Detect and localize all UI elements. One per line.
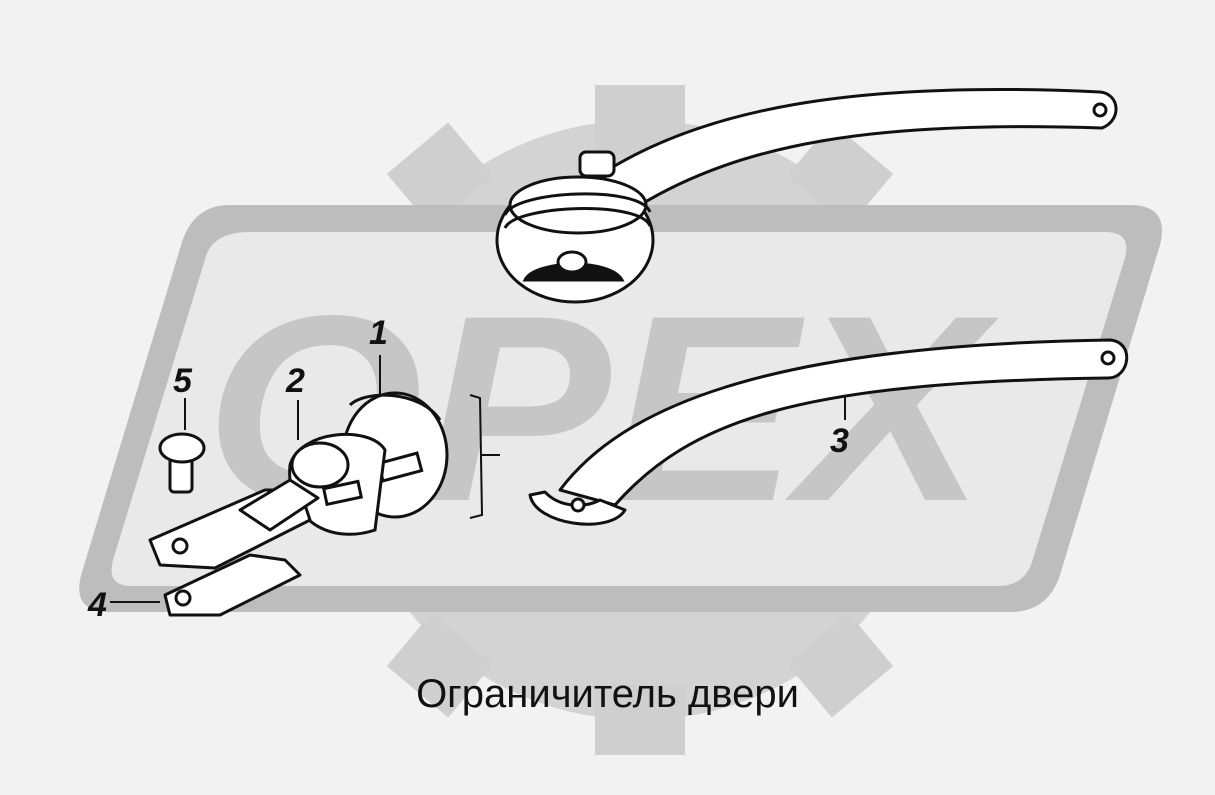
callout-part-4: 4	[88, 586, 107, 624]
callout-part-1: 1	[369, 314, 388, 352]
limiter-arm-upper	[578, 87, 1118, 207]
dimension-bracket	[469, 394, 500, 519]
mounting-plates-part-4	[148, 478, 320, 617]
rivet-part-5	[158, 432, 206, 494]
callout-part-5: 5	[173, 362, 192, 400]
bushing-part-2	[288, 432, 387, 536]
callout-part-3: 3	[830, 422, 849, 460]
limiter-housing-assembled	[495, 175, 655, 304]
leader-lines	[110, 355, 846, 603]
callout-part-2: 2	[286, 362, 305, 400]
diagram-caption: Ограничитель двери	[416, 672, 799, 716]
limiter-arm-part-3	[528, 338, 1129, 526]
